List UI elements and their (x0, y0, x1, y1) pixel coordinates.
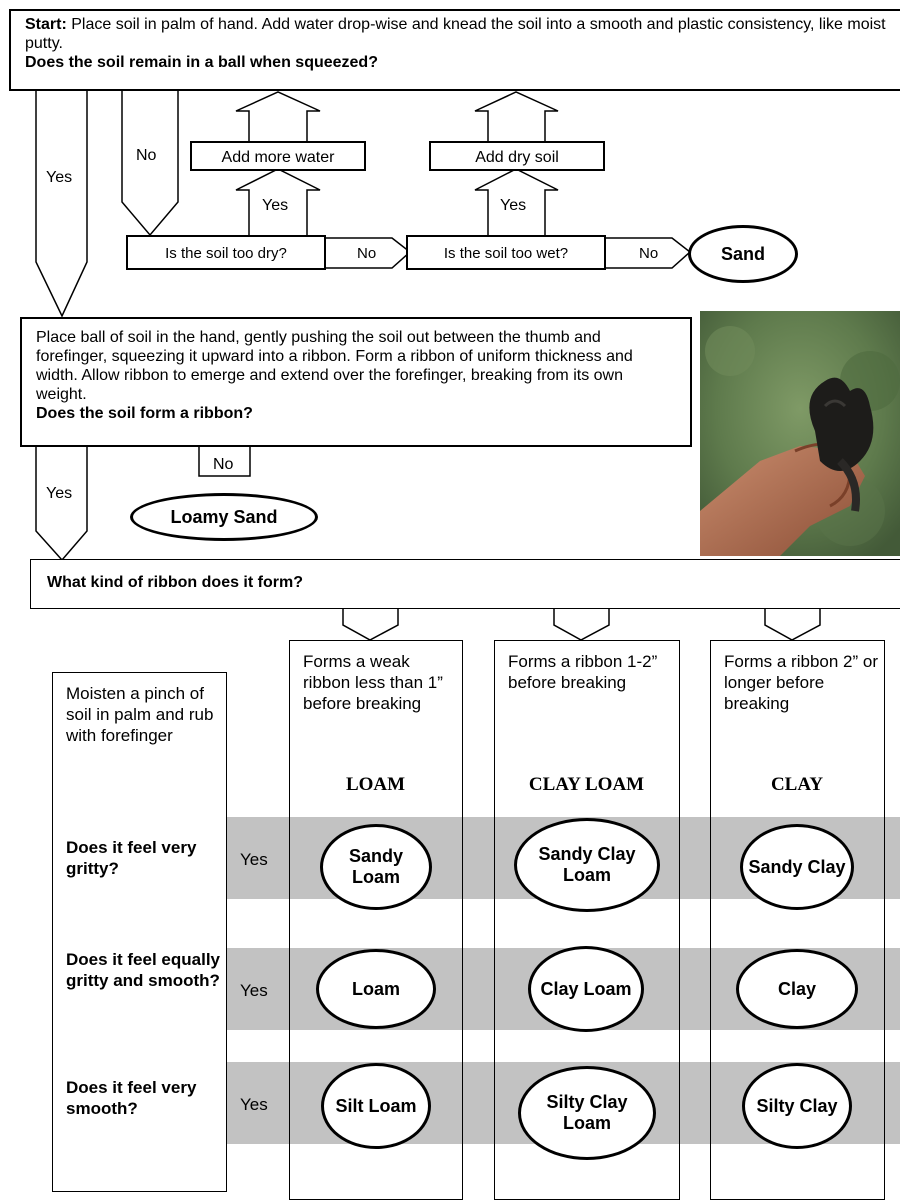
moisten-column: Moisten a pinch of soil in palm and rub … (52, 672, 227, 1192)
start-instructions: Place soil in palm of hand. Add water dr… (25, 16, 886, 52)
ribbon-step-box: Place ball of soil in the hand, gently p… (20, 317, 692, 447)
result-loamy-sand: Loamy Sand (130, 493, 318, 541)
arrow-col-loam (342, 608, 399, 641)
add-more-water-box: Add more water (190, 141, 366, 171)
no-label-dry: No (357, 245, 377, 262)
ribbon-question: Does the soil form a ribbon? (36, 405, 253, 422)
yes-label-equal: Yes (240, 981, 268, 1000)
no-arrow-ribbon (198, 445, 251, 477)
result-silty-clay: Silty Clay (742, 1063, 852, 1149)
arrow-add-dry-up (474, 91, 559, 141)
yes-label-smooth: Yes (240, 1095, 268, 1114)
yes-label-dry: Yes (262, 197, 289, 214)
result-sandy-clay-label: Sandy Clay (748, 856, 846, 877)
start-label: Start: (25, 16, 67, 33)
question-smooth: Does it feel very smooth? (66, 1078, 197, 1118)
ribbon-instructions: Place ball of soil in the hand, gently p… (36, 329, 633, 403)
result-sandy-clay-loam: Sandy Clay Loam (514, 818, 660, 912)
column-clay-name: CLAY (770, 774, 824, 795)
result-sandy-loam-label: Sandy Loam (348, 846, 404, 887)
column-loam-desc: Forms a weak ribbon less than 1” before … (303, 652, 443, 713)
add-dry-soil-label: Add dry soil (475, 149, 559, 166)
column-clay-loam-name: CLAY LOAM (528, 774, 645, 795)
column-loam: Forms a weak ribbon less than 1” before … (289, 640, 463, 1200)
result-silty-clay-loam-label: Silty Clay Loam (546, 1092, 628, 1133)
result-silty-clay-label: Silty Clay (756, 1095, 838, 1116)
result-loam-label: Loam (351, 978, 400, 999)
moisten-instructions: Moisten a pinch of soil in palm and rub … (66, 684, 214, 745)
result-sand-label: Sand (720, 243, 765, 264)
result-clay-loam: Clay Loam (528, 946, 644, 1032)
ribbon-kind-box: What kind of ribbon does it form? (30, 559, 900, 609)
too-dry-box: Is the soil too dry? (126, 235, 326, 270)
too-wet-box: Is the soil too wet? (406, 235, 606, 270)
no-label-start: No (136, 147, 157, 164)
no-label-ribbon: No (213, 456, 234, 473)
arrow-col-clay (764, 608, 821, 641)
no-label-wet: No (639, 245, 659, 262)
column-clay-loam-desc: Forms a ribbon 1-2” before breaking (508, 652, 658, 692)
result-clay-label: Clay (777, 978, 817, 999)
question-equal: Does it feel equally gritty and smooth? (66, 950, 220, 990)
result-sandy-clay-loam-label: Sandy Clay Loam (538, 844, 636, 885)
column-clay-loam: Forms a ribbon 1-2” before breaking CLAY… (494, 640, 680, 1200)
result-silt-loam: Silt Loam (321, 1063, 431, 1149)
start-box: Start: Place soil in palm of hand. Add w… (9, 9, 900, 91)
result-sandy-clay: Sandy Clay (740, 824, 854, 910)
yes-label-gritty: Yes (240, 850, 268, 869)
yes-label-wet: Yes (500, 197, 527, 214)
result-loamy-sand-label: Loamy Sand (170, 506, 278, 527)
result-silt-loam-label: Silt Loam (335, 1095, 417, 1116)
start-question: Does the soil remain in a ball when sque… (25, 54, 378, 71)
add-dry-soil-box: Add dry soil (429, 141, 605, 171)
arrow-col-clayloam (553, 608, 610, 641)
column-loam-name: LOAM (345, 774, 406, 795)
result-loam: Loam (316, 949, 436, 1029)
yes-label-ribbon: Yes (46, 485, 73, 502)
too-dry-question: Is the soil too dry? (165, 245, 287, 262)
soil-texture-flowchart: Start: Place soil in palm of hand. Add w… (9, 9, 900, 1200)
result-clay-loam-label: Clay Loam (540, 978, 632, 999)
yes-label-start: Yes (46, 169, 73, 186)
add-more-water-label: Add more water (221, 149, 335, 166)
arrow-add-water-up (235, 91, 321, 141)
ribbon-kind-question: What kind of ribbon does it form? (47, 574, 303, 591)
too-wet-question: Is the soil too wet? (443, 245, 569, 262)
column-clay-desc: Forms a ribbon 2” or longer before break… (724, 652, 878, 713)
result-clay: Clay (736, 949, 858, 1029)
soil-ribbon-photo (700, 311, 900, 556)
question-gritty: Does it feel very gritty? (66, 838, 197, 878)
column-clay: Forms a ribbon 2” or longer before break… (710, 640, 885, 1200)
result-sand: Sand (688, 225, 798, 283)
yes-arrow-start (35, 90, 88, 318)
result-sandy-loam: Sandy Loam (320, 824, 432, 910)
result-silty-clay-loam: Silty Clay Loam (518, 1066, 656, 1160)
